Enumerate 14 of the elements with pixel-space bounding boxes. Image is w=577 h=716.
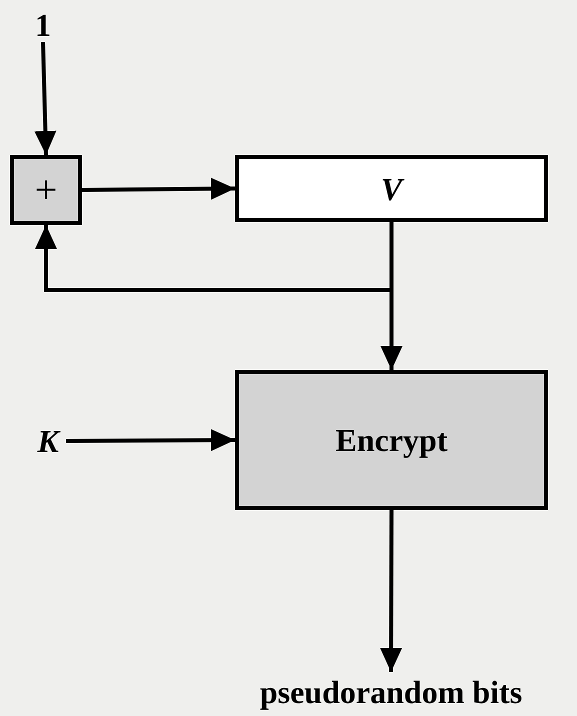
arrow (66, 429, 236, 452)
arrow (380, 510, 402, 672)
box-label: V (380, 172, 402, 204)
key-label: K (37, 425, 59, 457)
adder-box (10, 155, 82, 225)
arrow (35, 222, 394, 292)
input-label: 1 (35, 9, 51, 41)
arrow (82, 178, 236, 200)
register-box (235, 155, 548, 222)
box-label: Encrypt (336, 424, 448, 456)
arrow (34, 42, 56, 156)
output-label: pseudorandom bits (260, 676, 522, 708)
encrypt-box (235, 370, 548, 510)
box-label: + (34, 170, 58, 210)
